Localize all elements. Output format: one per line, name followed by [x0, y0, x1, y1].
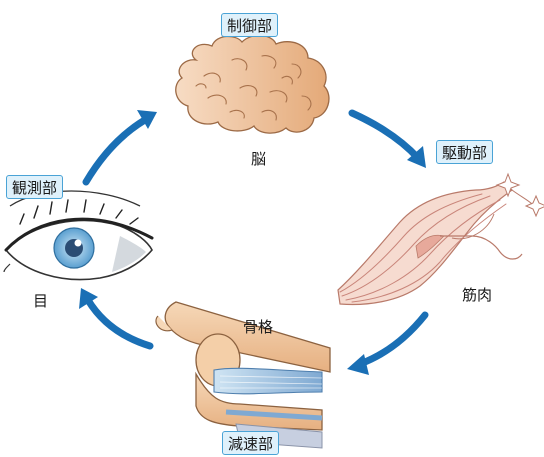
arrow-muscle-to-bone-head — [347, 354, 369, 375]
arrow-brain-to-muscle — [352, 113, 418, 158]
arrow-muscle-to-bone — [360, 315, 425, 364]
muscle-icon — [338, 174, 544, 304]
brain-icon — [176, 35, 329, 133]
eye-icon — [4, 191, 152, 280]
label-brain: 脳 — [251, 150, 266, 168]
tag-brake: 減速部 — [222, 431, 279, 455]
arrow-eye-to-brain — [86, 117, 150, 182]
label-bone: 骨格 — [243, 318, 273, 336]
label-muscle: 筋肉 — [462, 286, 492, 304]
tag-control: 制御部 — [221, 13, 278, 37]
arrow-bone-to-eye — [88, 300, 150, 346]
tag-observe: 観測部 — [6, 175, 63, 199]
tag-drive: 駆動部 — [436, 140, 493, 164]
label-eye: 目 — [33, 292, 48, 310]
